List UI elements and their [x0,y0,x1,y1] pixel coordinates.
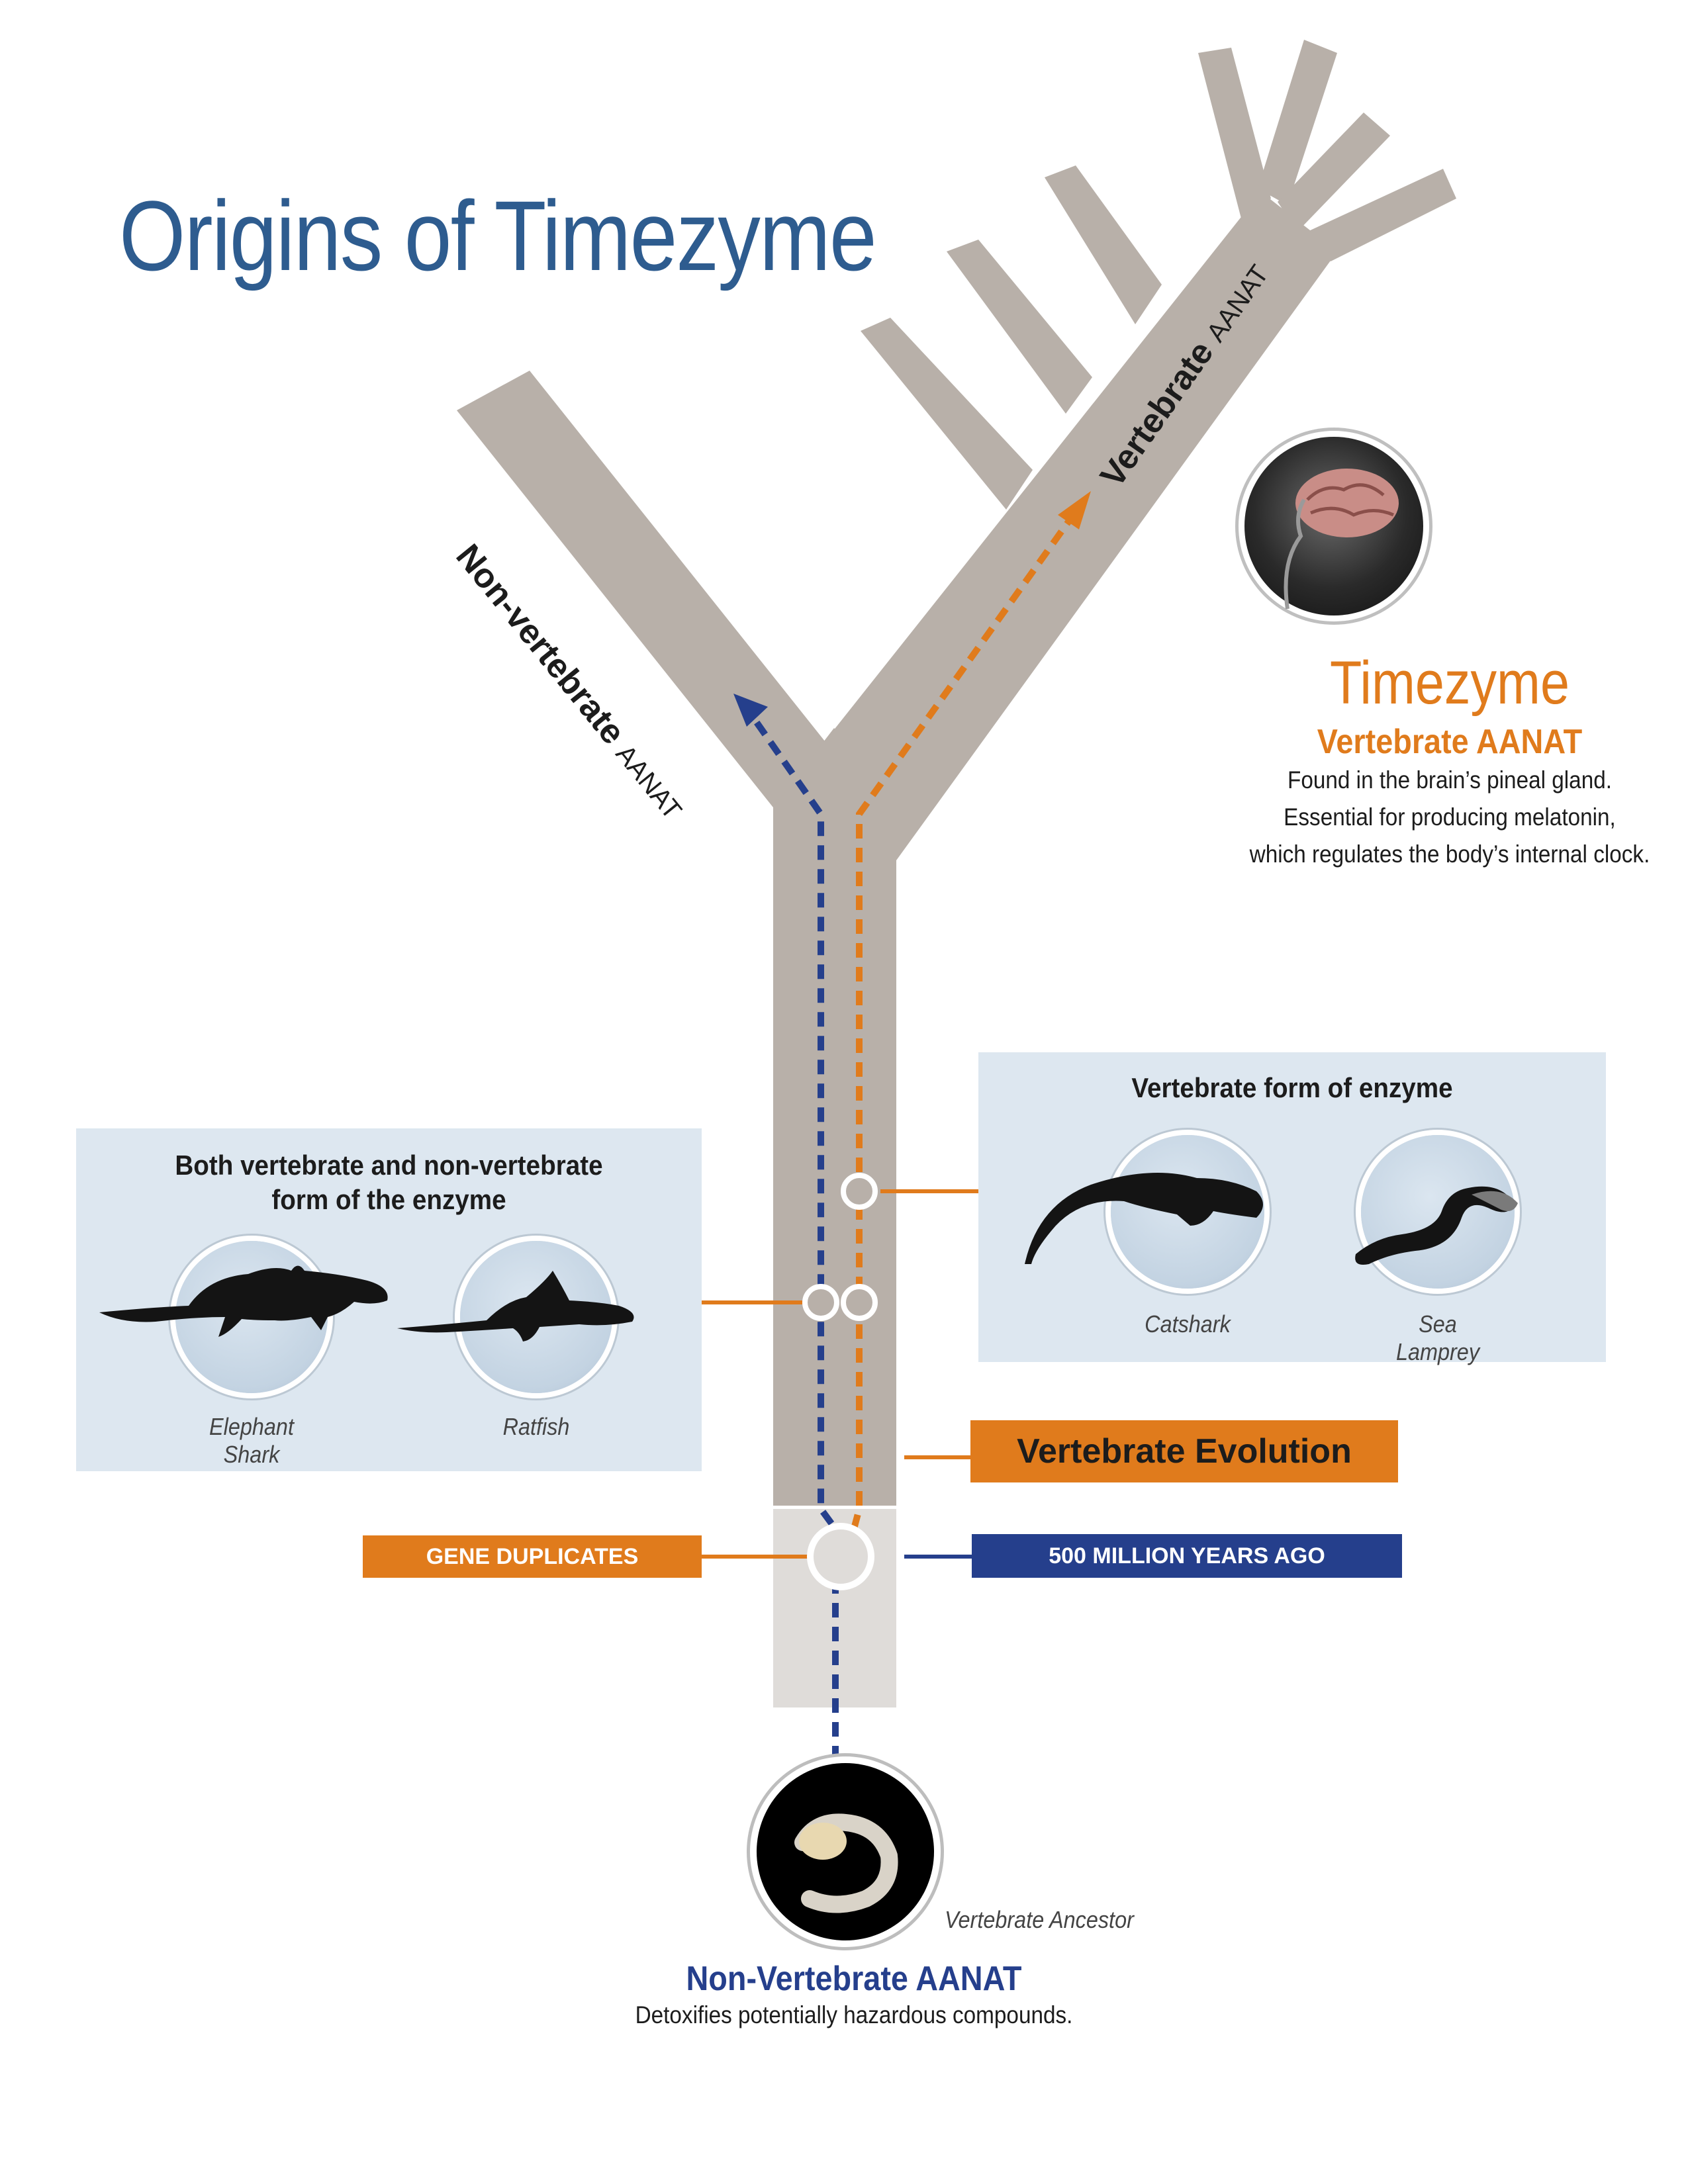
non-vertebrate-title: Non-Vertebrate AANAT [686,1960,1022,1998]
catshark-silhouette [1025,1173,1263,1264]
offshoot-7 [1307,169,1456,261]
offshoot-6 [1278,113,1390,232]
timezyme-title: Timezyme [1330,649,1570,717]
offshoot-1 [861,318,1033,510]
node-elephant-shark-ratfish-left [802,1284,839,1321]
main-trunk [773,860,896,1506]
ratfish-caption: Ratfish [502,1413,570,1440]
orange-arrowhead [1058,491,1091,529]
gene-duplicates-label: GENE DUPLICATES [363,1535,702,1578]
non-vertebrate-description: Detoxifies potentially hazardous compoun… [635,2001,1073,2028]
vertebrate-branch [830,192,1337,860]
offshoot-4 [1198,48,1271,218]
larva-icon [794,1813,898,1913]
timezyme-line-1: Found in the brain’s pineal gland. [1288,766,1612,794]
non-vertebrate-branch [457,371,841,860]
node-gene-duplication [807,1523,874,1590]
ratfish-silhouette [397,1271,634,1342]
vertebrate-ancestor-image [757,1763,934,1940]
both-forms-panel: Both vertebrate and non-vertebrate form … [76,1128,702,1471]
vertebrate-evolution-label: Vertebrate Evolution [970,1420,1398,1482]
non-vertebrate-lineage [748,713,839,1760]
panel-title-line-1: Both vertebrate and non-vertebrate [175,1150,603,1181]
blue-arrowhead [733,694,768,727]
offshoot-5 [1258,40,1337,205]
human-brain-image [1244,437,1423,615]
panel-title-line-2: form of the enzyme [271,1184,506,1215]
non-vertebrate-info: Non-Vertebrate AANAT Detoxifies potentia… [523,1959,1185,2029]
node-elephant-shark-ratfish-right [841,1284,878,1321]
sea-lamprey-circle [1361,1135,1515,1289]
panel-title: Vertebrate form of enzyme [1131,1072,1453,1103]
branch-junction [773,728,896,860]
brain-icon [1284,469,1399,610]
ancestor-caption: Vertebrate Ancestor [945,1906,1134,1933]
timezyme-info: Timezyme Vertebrate AANAT Found in the b… [1119,649,1688,873]
timezyme-line-3: which regulates the body’s internal cloc… [1249,841,1650,868]
million-years-label: 500 MILLION YEARS AGO [972,1534,1402,1578]
offshoot-2 [947,240,1092,414]
catshark-caption: Catshark [1145,1310,1231,1338]
sea-lamprey-silhouette [1355,1186,1518,1265]
elephant-shark-silhouette [99,1265,388,1337]
vertebrate-form-panel: Vertebrate form of enzyme Catshark Sea L… [978,1052,1606,1365]
timezyme-line-2: Essential for producing melatonin, [1284,803,1616,831]
node-catshark-lamprey [841,1173,878,1210]
vertebrate-lineage [851,514,1076,1530]
sea-lamprey-caption: Sea Lamprey [1395,1310,1480,1365]
timezyme-subtitle: Vertebrate AANAT [1317,723,1583,761]
elephant-shark-caption: Elephant Shark [209,1413,294,1468]
page-title: Origins of Timezyme [119,180,877,291]
offshoot-3 [1045,165,1162,324]
